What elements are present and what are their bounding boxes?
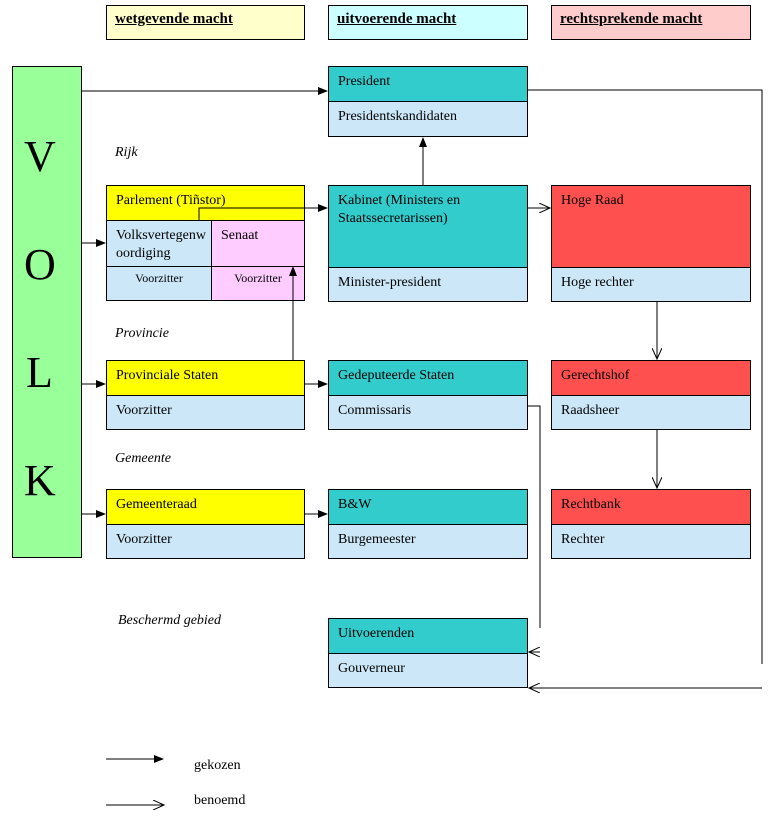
volk-letter-k: K: [24, 456, 56, 505]
line-president-right: [528, 89, 763, 664]
voorzitter-gemeente-box: Voorzitter: [106, 524, 305, 559]
header-judicial: rechtsprekende macht: [551, 5, 751, 40]
commissaris-box: Commissaris: [328, 395, 528, 430]
volk-letter-l: L: [26, 348, 53, 397]
header-legislative: wetgevende macht: [106, 5, 305, 40]
hoge-rechter-box: Hoge rechter: [551, 267, 751, 302]
provinciale-staten-box: Provinciale Staten: [106, 360, 305, 396]
legend-elected-label: gekozen: [194, 758, 241, 773]
volk-letter-v: V: [24, 132, 56, 181]
volksvertegenwoordiging-box: Volksvertegenwoordiging: [106, 220, 212, 267]
level-rijk: Rijk: [115, 145, 138, 160]
burgemeester-box: Burgemeester: [328, 524, 528, 559]
raadsheer-box: Raadsheer: [551, 395, 751, 430]
parlement-box: Parlement (Tiñstor): [106, 185, 305, 221]
voorzitter-volksvertegenwoordiging-box: Voorzitter: [106, 266, 212, 301]
volk-letter-o: O: [24, 240, 56, 289]
hoge-raad-box: Hoge Raad: [551, 185, 751, 268]
voorzitter-provincie-box: Voorzitter: [106, 395, 305, 430]
kabinet-box: Kabinet (Ministers en Staatssecretarisse…: [328, 185, 528, 268]
gerechtshof-box: Gerechtshof: [551, 360, 751, 396]
arrow-parlement-kabinet: [198, 204, 328, 220]
gouverneur-box: Gouverneur: [328, 653, 528, 688]
gemeenteraad-box: Gemeenteraad: [106, 489, 305, 525]
header-executive: uitvoerende macht: [328, 5, 528, 40]
volk-block: [12, 66, 82, 558]
level-provincie: Provincie: [115, 326, 169, 341]
line-commissaris-down: [528, 405, 541, 628]
presidentskandidaten-box: Presidentskandidaten: [328, 101, 528, 137]
minister-president-box: Minister-president: [328, 267, 528, 302]
legend-appointed-label: benoemd: [194, 793, 246, 808]
level-beschermd-gebied: Beschermd gebied: [118, 613, 222, 628]
gedeputeerde-staten-box: Gedeputeerde Staten: [328, 360, 528, 396]
senaat-box: Senaat: [211, 220, 305, 267]
rechter-box: Rechter: [551, 524, 751, 559]
level-gemeente: Gemeente: [115, 451, 171, 466]
